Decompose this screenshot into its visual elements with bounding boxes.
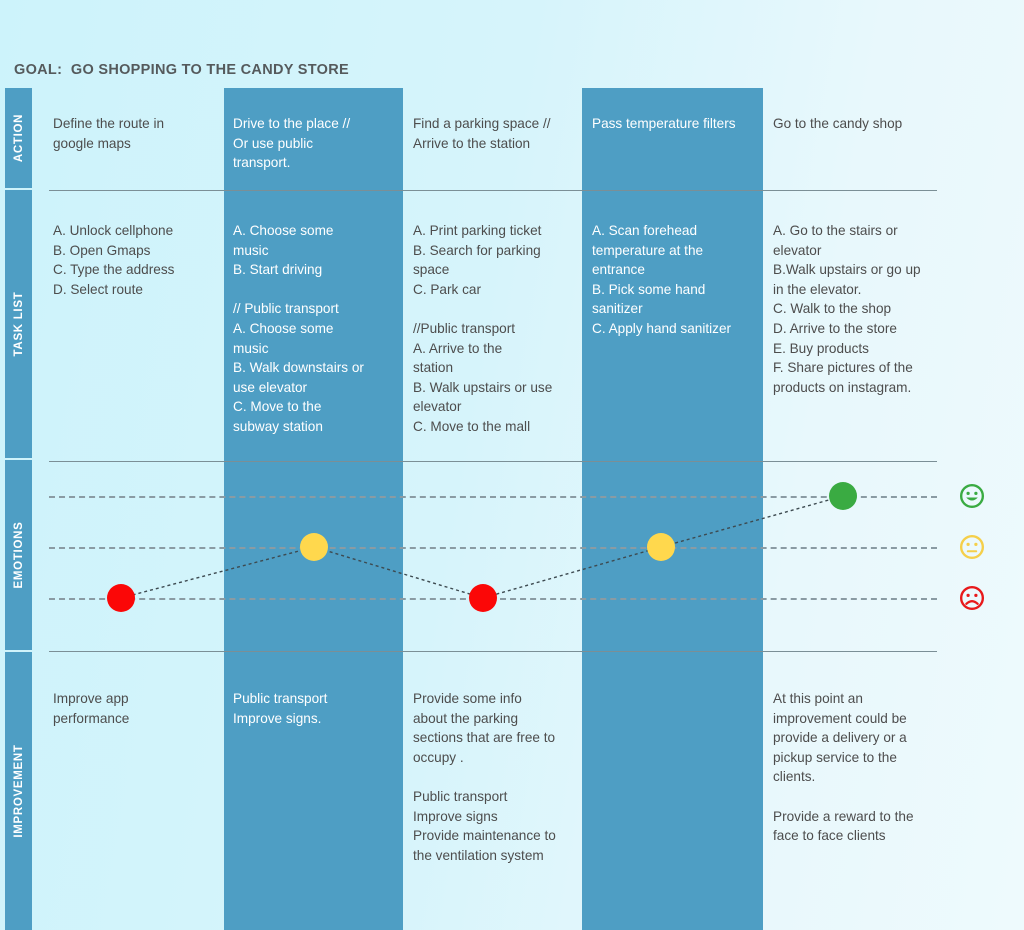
improvement-cell-2: Public transport Improve signs. [233,691,328,726]
emotion-point-2[interactable] [300,533,328,561]
action-cell-2: Drive to the place // Or use public tran… [233,116,351,171]
divider-emotions-bottom [49,651,937,652]
action-cell-3: Find a parking space // Arrive to the st… [413,116,551,151]
improvement-cell-1: Improve app performance [53,691,130,726]
emotions-chart [0,461,1024,651]
neutral-face-icon [959,534,985,560]
happy-face-icon [959,483,985,509]
emotion-point-1[interactable] [107,584,135,612]
task-list-cell-3: A. Print parking ticket B. Search for pa… [413,223,553,434]
emotion-point-5[interactable] [829,482,857,510]
sad-face-icon [959,585,985,611]
gridline-neutral [49,547,937,549]
row-label-improvement: IMPROVEMENT [5,652,32,930]
task-list-cell-1: A. Unlock cellphone B. Open Gmaps C. Typ… [53,223,175,297]
divider-action [49,190,937,191]
row-label-action-text: ACTION [12,113,25,163]
page-title: GOAL: GO SHOPPING TO THE CANDY STORE [14,62,349,78]
emotion-point-4[interactable] [647,533,675,561]
action-cell-5: Go to the candy shop [773,116,903,131]
row-label-task-list: TASK LIST [5,190,32,458]
action-cell-1: Define the route in google maps [53,116,165,151]
action-cell-4: Pass temperature filters [592,116,736,131]
row-label-task-list-text: TASK LIST [12,291,25,357]
task-list-cell-2: A. Choose some music B. Start driving //… [233,223,364,434]
task-list-cell-5: A. Go to the stairs or elevator B.Walk u… [773,223,921,395]
emotion-trend-line [120,495,844,599]
gridline-happy [49,496,937,498]
row-label-emotions: EMOTIONS [5,460,32,650]
column-band-4 [582,88,763,930]
row-label-improvement-text: IMPROVEMENT [12,744,25,838]
row-label-action: ACTION [5,88,32,188]
task-list-cell-4: A. Scan forehead temperature at the entr… [592,223,732,336]
emotion-point-3[interactable] [469,584,497,612]
column-band-2 [224,88,403,930]
improvement-cell-5: At this point an improvement could be pr… [773,691,914,844]
improvement-cell-3: Provide some info about the parking sect… [413,691,556,863]
divider-emotions-top [49,461,937,462]
